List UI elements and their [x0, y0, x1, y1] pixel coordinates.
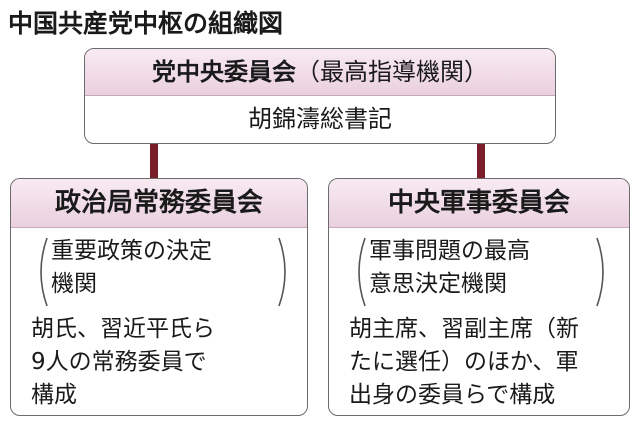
parenthesis-bracket-icon: [40, 237, 286, 307]
central-military-commission-box: 中央軍事委員会 軍事問題の最高 意思決定機関 胡主席、習副主席（新 たに選任）の…: [328, 178, 630, 416]
central-committee-note: （最高指導機関）: [296, 58, 488, 86]
central-committee-header: 党中央委員会（最高指導機関）: [85, 49, 555, 96]
central-committee-name: 党中央委員会: [152, 58, 296, 86]
military-role: 軍事問題の最高 意思決定機関: [351, 235, 611, 309]
politburo-standing-committee-name: 政治局常務委員会: [11, 179, 307, 228]
politburo-composition-line-1: 胡氏、習近平氏ら: [31, 316, 215, 342]
diagram-title: 中国共産党中枢の組織図: [8, 9, 284, 38]
military-role-line-1: 軍事問題の最高: [369, 238, 530, 264]
politburo-standing-committee-box: 政治局常務委員会 重要政策の決定 機関 胡氏、習近平氏ら 9人の常務委員で 構成: [10, 178, 308, 416]
military-composition-line-3: 出身の委員らで構成: [349, 382, 556, 408]
politburo-role: 重要政策の決定 機関: [33, 235, 293, 309]
politburo-role-line-2: 機関: [51, 271, 97, 297]
parenthesis-bracket-icon: [358, 237, 604, 307]
politburo-role-line-1: 重要政策の決定: [51, 238, 212, 264]
central-military-commission-name: 中央軍事委員会: [329, 179, 629, 228]
central-committee-leader: 胡錦濤総書記: [248, 105, 392, 133]
military-composition-line-2: たに選任）のほか、軍: [349, 349, 579, 375]
politburo-composition: 胡氏、習近平氏ら 9人の常務委員で 構成: [31, 313, 215, 412]
military-composition-line-1: 胡主席、習副主席（新: [349, 316, 579, 342]
central-committee-box: 党中央委員会（最高指導機関） 胡錦濤総書記: [84, 48, 556, 144]
politburo-composition-line-3: 構成: [31, 382, 77, 408]
military-role-line-2: 意思決定機関: [369, 271, 507, 297]
politburo-composition-line-2: 9人の常務委員で: [31, 349, 207, 375]
connector-left: [150, 144, 158, 178]
military-composition: 胡主席、習副主席（新 たに選任）のほか、軍 出身の委員らで構成: [349, 313, 579, 412]
connector-right: [477, 144, 485, 178]
